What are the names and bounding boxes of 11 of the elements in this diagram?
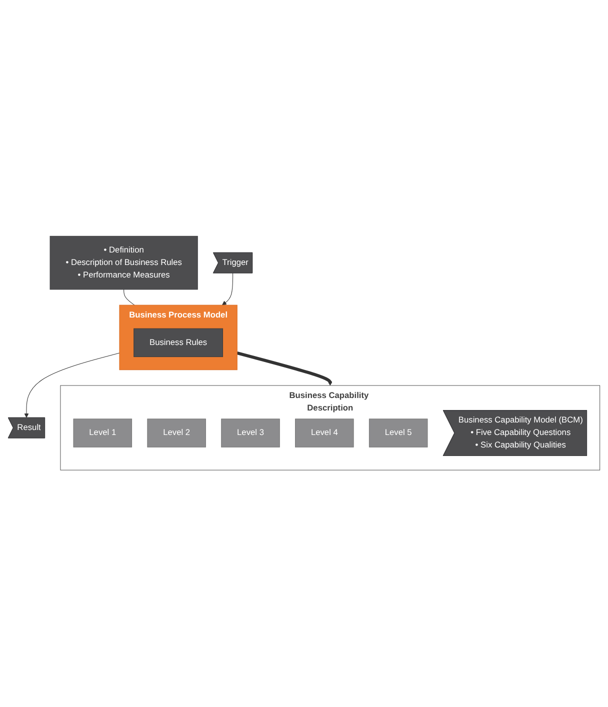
connector: [124, 290, 135, 306]
arrow: [24, 353, 120, 418]
node-box: • Definition • Description of Business Rules • Performance Measures: [50, 236, 198, 290]
node-box: Level 1: [73, 419, 132, 448]
arrow: [222, 273, 234, 306]
node-box: Level 4: [295, 419, 354, 448]
node-box: Level 3: [221, 419, 280, 448]
node-box: Business Rules: [134, 328, 224, 358]
node-box: Level 2: [147, 419, 206, 448]
node-box: Level 5: [368, 419, 428, 448]
arrow: [236, 352, 332, 386]
